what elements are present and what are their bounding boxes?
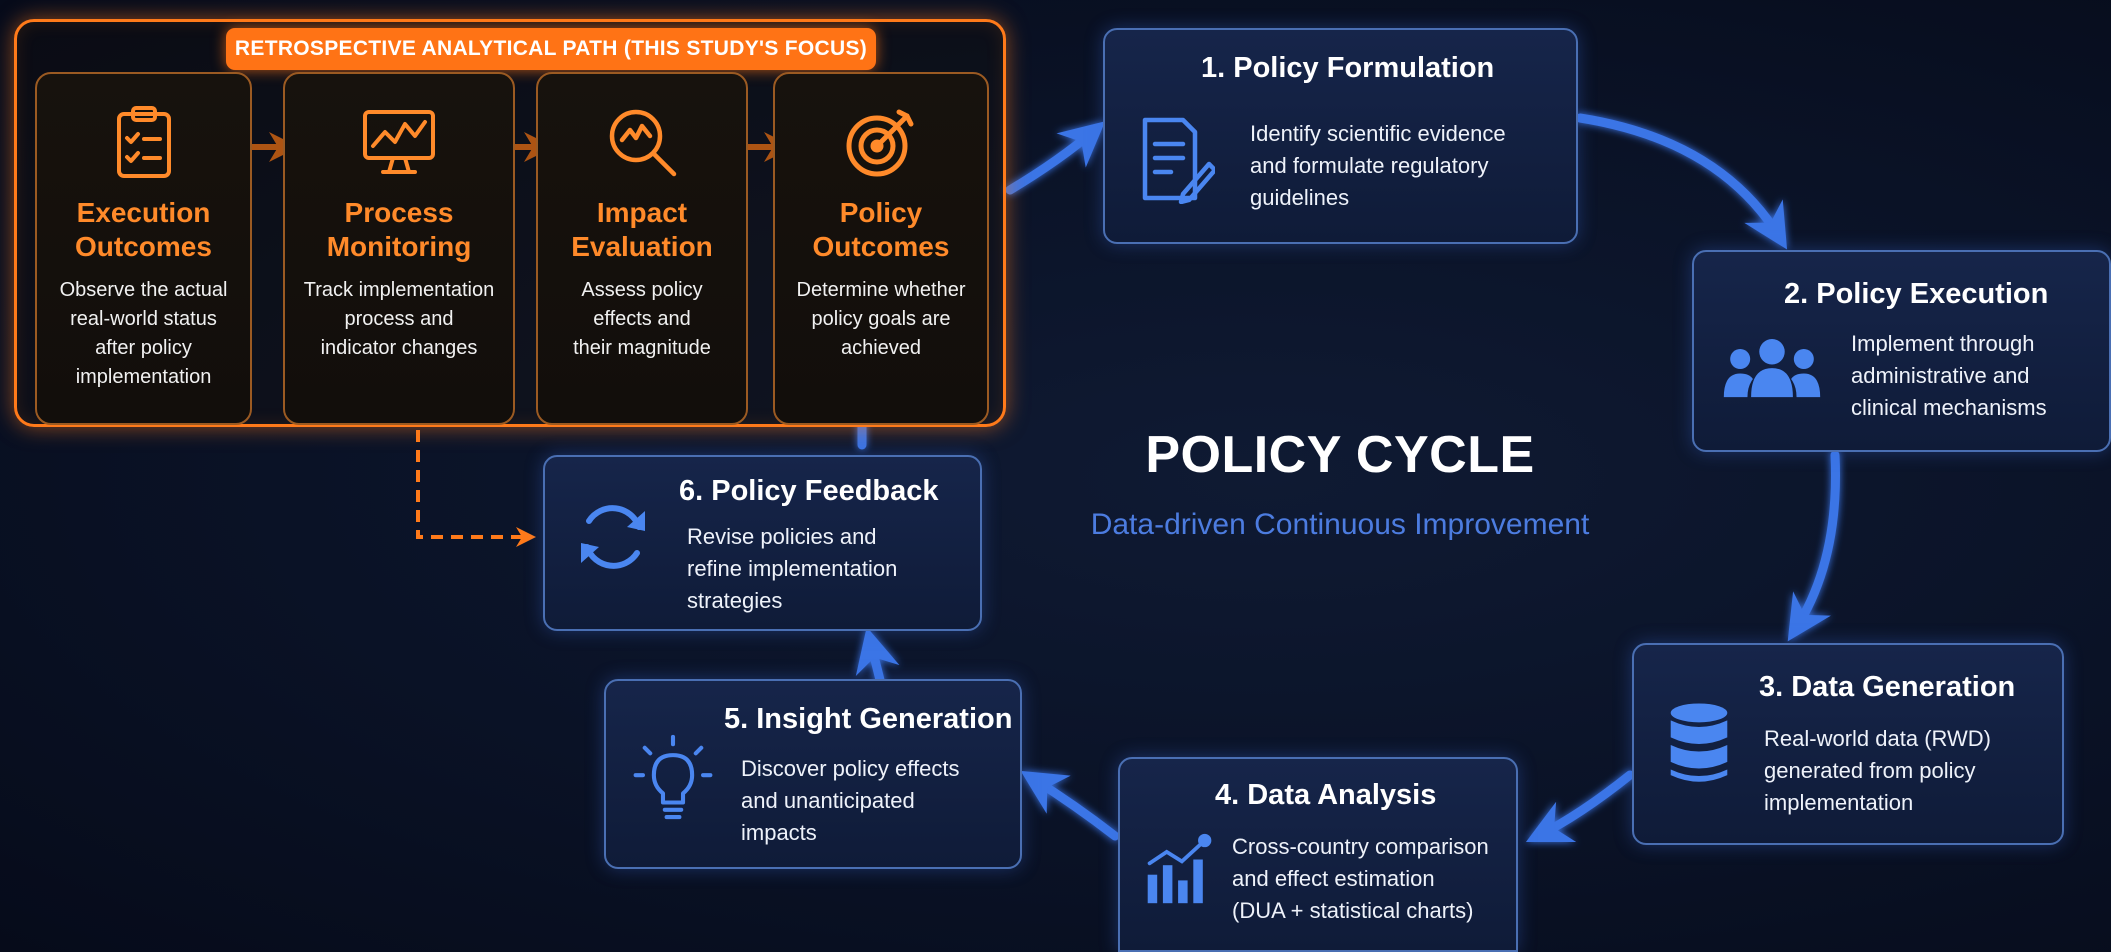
stage-desc: Implement through administrative and cli…	[1851, 331, 2047, 420]
stage-title: 2. Policy Execution	[1784, 278, 2049, 310]
retro-step-title: Impact	[596, 197, 688, 228]
arrow-4-to-5	[1020, 770, 1120, 841]
retrospective-banner: RETROSPECTIVE ANALYTICAL PATH (THIS STUD…	[226, 28, 876, 70]
clipboard-checklist-icon	[116, 106, 171, 178]
bar-chart-trend-icon	[1147, 833, 1212, 904]
retro-step-execution-outcomes: Execution Outcomes Observe the actual re…	[35, 72, 252, 425]
stage-title: 1. Policy Formulation	[1201, 52, 1495, 84]
stage-policy-feedback: 6. Policy Feedback Revise policies and r…	[543, 455, 982, 631]
target-arrow-icon	[846, 109, 914, 177]
document-pen-icon	[1142, 117, 1215, 204]
retro-step-title: Evaluation	[571, 231, 713, 262]
stage-desc: Real-world data (RWD) generated from pol…	[1764, 726, 1991, 815]
retro-step-desc: Track implementation process and indicat…	[303, 279, 495, 359]
retro-step-policy-outcomes: Policy Outcomes Determine whether policy…	[773, 72, 989, 425]
magnifier-chart-icon	[609, 109, 677, 177]
stage-desc: Identify scientific evidence and formula…	[1250, 121, 1506, 210]
retro-step-title: Outcomes	[812, 231, 950, 262]
stage-title: 3. Data Generation	[1759, 671, 2016, 703]
retro-step-desc: Assess policy effects and their magnitud…	[573, 279, 711, 359]
retro-step-title: Process	[344, 197, 454, 228]
stage-policy-formulation: 1. Policy Formulation Identify scientifi…	[1103, 28, 1578, 244]
retro-step-title: Policy	[839, 197, 923, 228]
policy-cycle-subtitle: Data-driven Continuous Improvement	[1090, 508, 1590, 541]
retrospective-panel: RETROSPECTIVE ANALYTICAL PATH (THIS STUD…	[14, 19, 1006, 427]
arrow-into-formulation	[1005, 121, 1106, 195]
retro-step-desc: Observe the actual real-world status aft…	[59, 279, 228, 388]
arrow-2-to-3	[1787, 450, 1840, 642]
arrow-5-to-6	[855, 626, 900, 685]
monitor-chart-icon	[363, 110, 435, 174]
stage-data-generation: 3. Data Generation Real-world data (RWD)…	[1632, 643, 2064, 845]
retro-step-desc: Determine whether policy goals are achie…	[796, 279, 966, 359]
stage-desc: Discover policy effects and unanticipate…	[741, 756, 960, 845]
retro-step-process-monitoring: Process Monitoring Track implementation …	[283, 72, 515, 425]
lightbulb-icon	[633, 734, 713, 820]
retro-dashed-feedback	[416, 430, 536, 547]
stage-desc: Revise policies and refine implementatio…	[687, 524, 898, 613]
retro-step-title: Outcomes	[75, 231, 212, 262]
stage-desc: Cross-country comparison and effect esti…	[1232, 834, 1489, 923]
stage-data-analysis: 4. Data Analysis Cross-country compariso…	[1118, 757, 1518, 952]
database-icon	[1670, 703, 1728, 782]
retro-step-title: Monitoring	[326, 231, 472, 262]
stage-title: 4. Data Analysis	[1215, 779, 1437, 811]
policy-cycle-title: POLICY CYCLE	[1145, 426, 1535, 484]
arrow-3-to-4	[1525, 770, 1635, 843]
people-group-icon	[1723, 339, 1821, 398]
retro-step-title: Execution	[76, 197, 211, 228]
arrow-1-to-2	[1575, 113, 1788, 250]
stage-title: 5. Insight Generation	[724, 703, 1013, 735]
stage-policy-execution: 2. Policy Execution Implement through ad…	[1692, 250, 2111, 452]
stage-insight-generation: 5. Insight Generation Discover policy ef…	[604, 679, 1022, 869]
refresh-cycle-icon	[581, 505, 645, 569]
stage-title: 6. Policy Feedback	[679, 475, 939, 507]
retro-step-impact-evaluation: Impact Evaluation Assess policy effects …	[536, 72, 748, 425]
